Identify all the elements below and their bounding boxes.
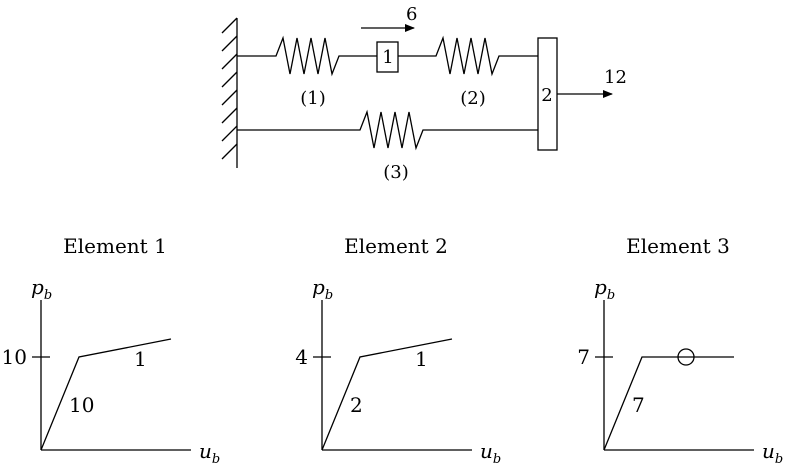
elastic-stiffness-label: 2 [350, 393, 363, 417]
force-displacement-curve [321, 338, 453, 451]
node-1 [376, 41, 399, 73]
hardening-stiffness-label: 1 [415, 347, 428, 371]
chart-title: Element 2 [344, 234, 448, 258]
plastic-hinge-marker [677, 348, 695, 366]
node-1-load-value: 6 [406, 4, 417, 25]
force-displacement-curve [40, 338, 172, 451]
fixed-wall-support [221, 17, 238, 168]
node-2-load-value: 12 [604, 67, 627, 88]
y-tick-label: 4 [295, 345, 308, 369]
chart-element-2: Element 2 4 pb ub 2 1 [295, 234, 501, 467]
x-axis-label: ub [199, 439, 220, 467]
y-axis-label: pb [312, 275, 333, 303]
spring-element-2 [398, 35, 538, 77]
y-tick-label: 7 [577, 345, 590, 369]
x-axis-label: ub [480, 439, 501, 467]
spring-label-2: (2) [460, 88, 486, 109]
node-1-label: 1 [382, 47, 393, 68]
node-2-label: 2 [541, 85, 552, 106]
y-axis-label: pb [31, 275, 52, 303]
spring-element-1 [237, 35, 377, 77]
y-tick-label: 10 [2, 345, 27, 369]
chart-title: Element 1 [63, 234, 167, 258]
spring-label-1: (1) [300, 88, 326, 109]
chart-element-3: Element 3 7 pb ub 7 [577, 234, 783, 467]
hardening-stiffness-label: 1 [134, 347, 147, 371]
x-axis-label: ub [762, 439, 783, 467]
y-axis-label: pb [594, 275, 615, 303]
elastic-stiffness-label: 10 [69, 393, 94, 417]
spring-element-3 [237, 109, 538, 151]
elastic-stiffness-label: 7 [632, 393, 645, 417]
spring-label-3: (3) [383, 162, 409, 183]
force-displacement-curve [603, 356, 734, 451]
chart-title: Element 3 [626, 234, 730, 258]
chart-element-1: Element 1 10 pb ub 10 1 [2, 234, 221, 467]
